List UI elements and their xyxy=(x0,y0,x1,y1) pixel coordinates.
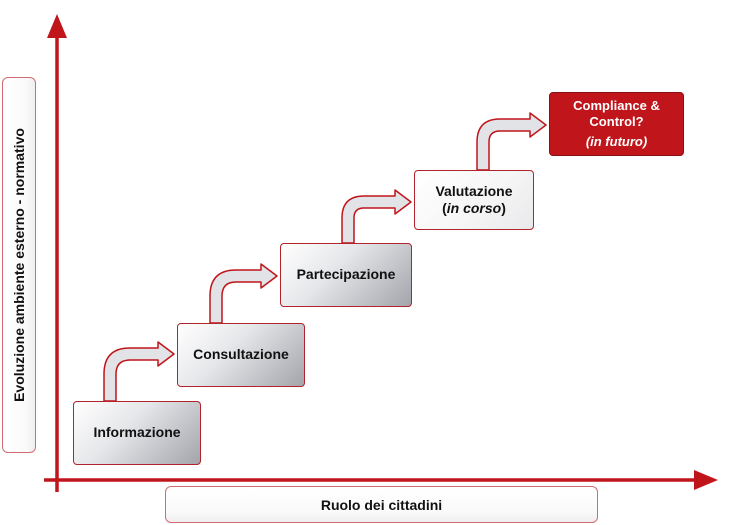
y-axis-label-box: Evoluzione ambiente esterno - normativo xyxy=(2,77,36,453)
step-box-compliance-control: Compliance & Control? (in futuro) xyxy=(549,92,684,156)
curved-step-arrow-icon-2 xyxy=(209,263,278,324)
step-note: (in corso) xyxy=(442,200,506,216)
x-axis-label: Ruolo dei cittadini xyxy=(320,496,443,513)
curved-step-arrow-icon-4 xyxy=(476,112,547,171)
x-axis-label-box: Ruolo dei cittadini xyxy=(165,486,598,523)
step-note: (in futuro) xyxy=(585,133,648,149)
step-box-valutazione: Valutazione (in corso) xyxy=(414,170,534,230)
curved-step-arrow-icon-3 xyxy=(341,189,412,244)
step-label-line2: Control? xyxy=(589,114,644,130)
step-label: Informazione xyxy=(93,424,181,441)
step-box-consultazione: Consultazione xyxy=(177,323,305,387)
step-label: Valutazione xyxy=(435,182,513,199)
step-label: Partecipazione xyxy=(296,266,396,283)
step-box-informazione: Informazione xyxy=(73,401,201,465)
step-label: Consultazione xyxy=(193,346,289,363)
step-box-partecipazione: Partecipazione xyxy=(280,243,412,307)
y-axis-label: Evoluzione ambiente esterno - normativo xyxy=(11,128,27,402)
y-axis-arrow-icon xyxy=(47,14,67,492)
step-label-line1: Compliance & xyxy=(573,98,660,114)
x-axis-arrow-icon xyxy=(44,470,718,490)
curved-step-arrow-icon-1 xyxy=(103,341,175,402)
